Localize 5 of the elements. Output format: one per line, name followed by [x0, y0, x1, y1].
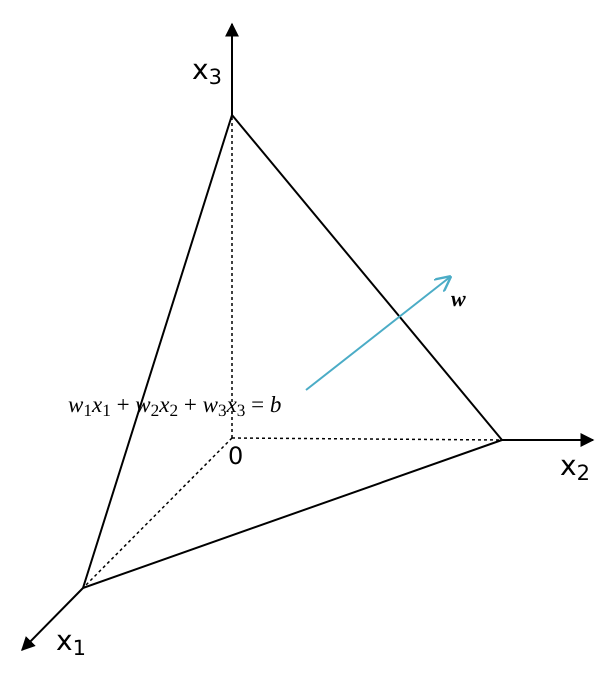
origin-label: 0: [228, 444, 244, 468]
axis-label: x$_{3}$: [192, 56, 222, 84]
axis-label: x$_{2}$: [560, 452, 590, 480]
axis-label: x$_{1}$: [56, 627, 86, 655]
vector-label: w: [451, 288, 466, 310]
